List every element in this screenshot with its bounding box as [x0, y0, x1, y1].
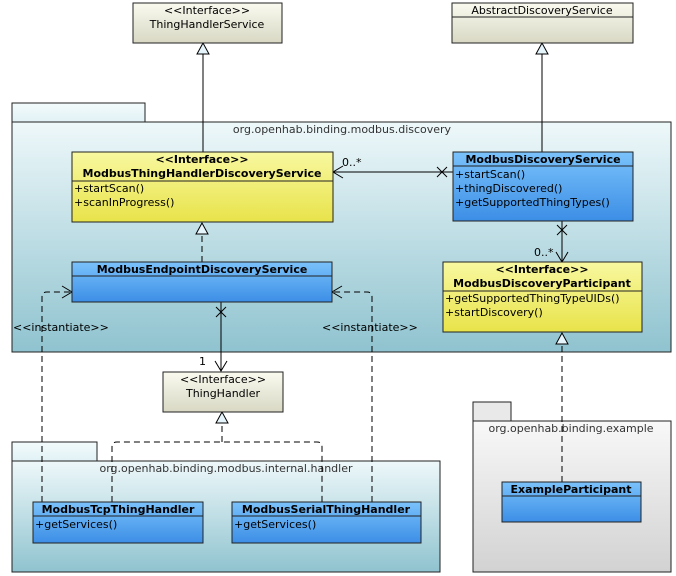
class-modbus-endpoint-discovery-service: ModbusEndpointDiscoveryService	[71, 261, 333, 303]
method-label: +scanInProgress()	[74, 196, 174, 209]
multiplicity-label: 0..*	[534, 246, 554, 259]
realization-arrowhead	[195, 221, 209, 235]
stereotype-label: <<Interface>>	[164, 4, 250, 17]
class-modbus-tcp-thing-handler: ModbusTcpThingHandler +getServices()	[32, 501, 204, 544]
class-name: ModbusTcpThingHandler	[42, 503, 195, 516]
class-thing-handler-service: <<Interface>> ThingHandlerService	[132, 2, 283, 44]
method-label: +getServices()	[35, 518, 117, 531]
class-name: ThingHandlerService	[149, 18, 265, 31]
stereotype-label: <<Interface>>	[180, 373, 266, 386]
class-name: AbstractDiscoveryService	[471, 4, 612, 17]
class-modbus-thing-handler-discovery-service: <<Interface>> ModbusThingHandlerDiscover…	[71, 151, 334, 223]
method-label: +startScan()	[74, 182, 144, 195]
realization-arrowhead	[555, 331, 569, 345]
class-thing-handler: <<Interface>> ThingHandler	[162, 371, 284, 413]
class-name: ModbusSerialThingHandler	[242, 503, 411, 516]
generalization-arrowhead	[196, 41, 210, 55]
package-label-discovery: org.openhab.binding.modbus.discovery	[233, 123, 452, 136]
method-label: +startScan()	[455, 168, 525, 181]
generalization-arrowhead	[535, 41, 549, 55]
method-label: +getSupportedThingTypeUIDs()	[445, 292, 620, 305]
method-label: +getServices()	[234, 518, 316, 531]
stereotype-label: <<Interface>>	[155, 153, 248, 166]
method-label: +getSupportedThingTypes()	[455, 196, 610, 209]
association-arrowhead	[214, 360, 228, 372]
instantiate-label: <<instantiate>>	[322, 321, 418, 334]
instantiate-label: <<instantiate>>	[13, 321, 109, 334]
class-name: ExampleParticipant	[511, 483, 632, 496]
class-name: ThingHandler	[185, 387, 260, 400]
class-name: ModbusDiscoveryService	[465, 153, 620, 166]
connectors: ModbusThingHandlerDiscoveryService --> M…	[41, 41, 569, 502]
realization-line-handlers	[111, 441, 323, 502]
class-modbus-discovery-service: ModbusDiscoveryService +startScan() +thi…	[452, 151, 634, 222]
class-name: ModbusThingHandlerDiscoveryService	[83, 167, 322, 180]
method-label: +startDiscovery()	[445, 306, 543, 319]
package-label-handler: org.openhab.binding.modbus.internal.hand…	[99, 462, 352, 475]
class-modbus-serial-thing-handler: ModbusSerialThingHandler +getServices()	[231, 501, 422, 544]
stereotype-label: <<Interface>>	[495, 263, 588, 276]
realization-arrowhead	[215, 410, 229, 424]
multiplicity-label: 1	[199, 355, 206, 368]
class-modbus-discovery-participant: <<Interface>> ModbusDiscoveryParticipant…	[442, 261, 643, 333]
class-example-participant: ExampleParticipant	[501, 481, 642, 523]
instantiate-line-right	[332, 291, 373, 502]
method-label: +thingDiscovered()	[455, 182, 562, 195]
class-name: ModbusDiscoveryParticipant	[453, 277, 631, 290]
instantiate-line-left	[41, 291, 72, 502]
multiplicity-label: 0..*	[342, 156, 362, 169]
class-abstract-discovery-service: AbstractDiscoveryService	[451, 2, 634, 44]
package-label-example: org.openhab.binding.example	[488, 422, 653, 435]
class-name: ModbusEndpointDiscoveryService	[97, 263, 308, 276]
